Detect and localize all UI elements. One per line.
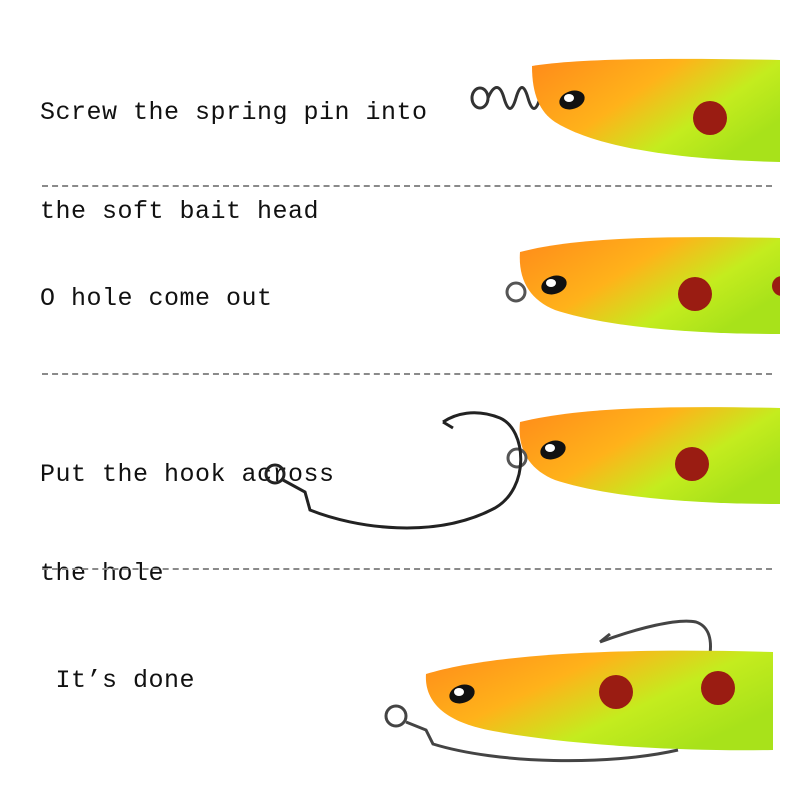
bait-spot — [772, 276, 780, 296]
step-2-bait-with-o-hole — [505, 237, 780, 334]
bait-body — [532, 58, 780, 163]
hook-shank — [384, 704, 679, 763]
o-ring — [506, 447, 528, 469]
o-ring — [505, 281, 527, 303]
divider-2 — [42, 373, 772, 375]
step-4-finished-rig — [384, 619, 773, 763]
bait-spot — [701, 671, 735, 705]
step-2-instruction: O hole come out — [40, 216, 273, 348]
step-4-line-1: It’s done — [40, 666, 196, 695]
step-3-line-2: the hole — [40, 559, 165, 588]
hook — [264, 411, 523, 530]
step-3-hook-across-hole — [264, 407, 780, 530]
bait-spot — [675, 447, 709, 481]
bait-spot — [599, 675, 633, 709]
bait-body — [519, 407, 780, 504]
step-4-instruction: It’s done — [40, 598, 195, 730]
step-1-line-1: Screw the spring pin into — [40, 98, 428, 127]
step-1-bait-with-spring-pin — [470, 58, 780, 163]
hook-point — [599, 619, 712, 655]
step-2-line-1: O hole come out — [40, 284, 273, 313]
divider-1 — [42, 185, 772, 187]
bait-spot — [693, 101, 727, 135]
divider-3 — [42, 568, 772, 570]
bait-spot — [678, 277, 712, 311]
step-1-instruction: Screw the spring pin into the soft bait … — [40, 30, 428, 261]
bait-body — [425, 650, 773, 751]
step-1-line-2: the soft bait head — [40, 197, 320, 226]
bait-body — [519, 237, 780, 334]
spring-pin — [470, 86, 550, 110]
